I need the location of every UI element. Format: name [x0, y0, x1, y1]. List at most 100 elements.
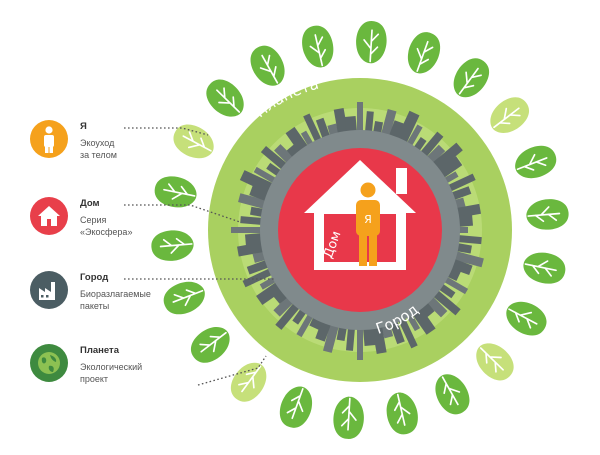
legend-item-planet: Планета Экологический проект	[30, 344, 230, 396]
building	[431, 142, 463, 171]
building	[285, 126, 309, 153]
legend-item-home: Дом Серия «Экосфера»	[30, 197, 230, 249]
building	[323, 323, 339, 353]
building	[303, 113, 322, 143]
tree	[273, 372, 322, 434]
tree	[515, 196, 571, 234]
building	[381, 323, 394, 339]
building	[231, 227, 262, 233]
building	[453, 251, 484, 268]
person-figure: Я	[356, 182, 380, 266]
legend-desc-me: Экоуход за телом	[80, 138, 117, 160]
building	[365, 111, 374, 133]
legend-item-me: Я Экоуход за телом	[30, 120, 230, 172]
legend-desc-planet: Экологический проект	[80, 362, 143, 384]
building	[274, 144, 294, 164]
tree	[297, 21, 341, 81]
building	[389, 320, 405, 345]
tree	[461, 328, 522, 389]
building	[437, 156, 463, 179]
building	[447, 173, 476, 192]
building	[443, 171, 459, 184]
legend-title-home: Дом	[80, 198, 100, 209]
building	[443, 276, 469, 295]
building	[455, 243, 472, 254]
tree	[500, 139, 562, 189]
leader-home	[124, 204, 241, 223]
building	[237, 242, 265, 257]
building	[240, 216, 263, 225]
building	[432, 289, 461, 316]
building	[396, 110, 420, 144]
building	[315, 320, 332, 342]
building	[256, 281, 283, 306]
building	[357, 102, 363, 132]
building	[275, 302, 301, 330]
building	[246, 259, 270, 275]
building	[336, 325, 347, 341]
building	[455, 203, 482, 218]
legend-title-city: Город	[80, 272, 109, 283]
building	[458, 227, 468, 233]
building	[292, 308, 307, 325]
building	[450, 186, 472, 201]
building	[411, 307, 436, 335]
building	[260, 145, 288, 171]
tree	[379, 379, 423, 439]
building	[373, 120, 384, 135]
tree	[223, 347, 281, 409]
building	[426, 296, 448, 318]
building	[381, 109, 397, 137]
building	[253, 166, 277, 184]
leader-planet	[197, 355, 267, 386]
legend-title-me: Я	[80, 121, 87, 132]
building	[333, 108, 348, 135]
building	[239, 170, 274, 194]
legend-item-city: Город Биоразлагаемые пакеты	[30, 271, 230, 323]
building	[296, 313, 314, 338]
tree	[331, 385, 367, 441]
building	[372, 325, 387, 354]
me-label: Я	[364, 213, 372, 226]
building	[250, 206, 265, 217]
building	[426, 144, 446, 164]
building	[344, 115, 357, 133]
building	[450, 258, 473, 276]
tree	[398, 26, 447, 88]
building	[244, 233, 263, 246]
building	[346, 327, 355, 351]
building	[457, 235, 482, 245]
building	[300, 130, 314, 147]
building	[388, 120, 405, 140]
building	[406, 313, 421, 332]
building	[419, 131, 444, 158]
tree	[510, 245, 570, 289]
building	[363, 327, 376, 347]
tree	[353, 19, 389, 75]
building	[457, 214, 474, 227]
building	[238, 193, 267, 209]
building	[357, 328, 363, 360]
building	[438, 283, 456, 299]
factory-icon	[30, 271, 68, 309]
building	[406, 124, 423, 147]
legend-desc-city: Биоразлагаемые пакеты	[80, 289, 151, 311]
building	[273, 296, 294, 317]
globe-icon	[30, 344, 68, 382]
building	[398, 317, 418, 349]
legend-title-planet: Планета	[80, 345, 119, 356]
legend-desc-home: Серия «Экосфера»	[80, 215, 133, 237]
person-icon	[30, 120, 68, 158]
tree	[439, 51, 497, 113]
building	[315, 117, 331, 140]
tree	[422, 359, 477, 421]
house-shape	[304, 160, 416, 270]
house-icon	[30, 197, 68, 235]
tree	[491, 289, 553, 343]
building	[242, 268, 273, 288]
building	[259, 276, 277, 290]
building	[249, 185, 270, 202]
tree	[475, 89, 537, 148]
